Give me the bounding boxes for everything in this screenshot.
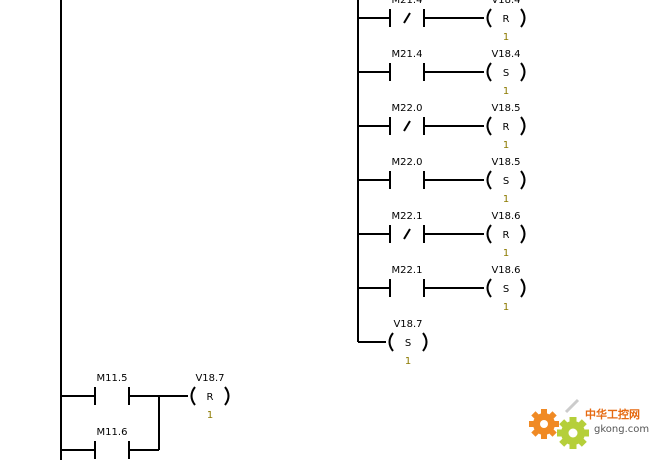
coil[interactable]: R V18.4 1 [486, 0, 526, 43]
coil[interactable]: S V18.7 1 [388, 319, 428, 367]
watermark-domain: gkong.com [594, 424, 649, 435]
coil-address: V18.4 [491, 49, 520, 60]
normal-contact[interactable]: M11.5 [94, 373, 130, 405]
contact-address: M22.1 [392, 211, 423, 222]
normal-contact[interactable]: M22.1 [389, 265, 425, 297]
contact-address: M21.4 [392, 0, 423, 6]
coil-right-paren [520, 278, 526, 298]
coil-address: V18.6 [491, 211, 520, 222]
coil-count: 1 [503, 194, 509, 205]
contact-address: M11.6 [97, 427, 128, 438]
coil-right-paren [422, 332, 428, 352]
spark-icon [564, 398, 580, 414]
coil-left-paren [486, 62, 492, 82]
watermark-title: 中华工控网 [585, 407, 640, 421]
coil[interactable]: R V18.6 1 [486, 211, 526, 259]
coil-right-paren [520, 170, 526, 190]
coil-left-paren [388, 332, 394, 352]
coil-left-paren [486, 278, 492, 298]
negated-contact[interactable]: M21.4 [389, 0, 425, 27]
watermark-logo: 中华工控网 gkong.com [529, 398, 649, 449]
coil-letter: R [503, 230, 510, 241]
coil-right-paren [520, 8, 526, 28]
rung: M22.1S V18.6 1 [358, 265, 526, 313]
normal-contact[interactable]: M21.4 [389, 49, 425, 81]
coil-address: V18.5 [491, 157, 520, 168]
coil-count: 1 [503, 302, 509, 313]
rung: M22.0S V18.5 1 [358, 157, 526, 205]
coil-left-paren [486, 116, 492, 136]
contact-address: M22.0 [392, 157, 423, 168]
normal-contact[interactable]: M11.6 [94, 427, 130, 459]
coil-letter: S [405, 338, 411, 349]
negation-slash [403, 228, 411, 240]
coil-count: 1 [503, 140, 509, 151]
coil-address: V18.5 [491, 103, 520, 114]
coil[interactable]: R V18.7 1 [190, 373, 230, 421]
rung: M22.1R V18.6 1 [358, 211, 526, 259]
coil[interactable]: S V18.5 1 [486, 157, 526, 205]
coil-letter: R [503, 122, 510, 133]
coil-count: 1 [405, 356, 411, 367]
coil-address: V18.7 [393, 319, 422, 330]
coil-right-paren [520, 62, 526, 82]
coil-address: V18.7 [195, 373, 224, 384]
rung: M21.4S V18.4 1 [358, 49, 526, 97]
coil-letter: S [503, 68, 509, 79]
coil-left-paren [486, 224, 492, 244]
rung: M21.4R V18.4 1 [358, 0, 526, 43]
coil-address: V18.6 [491, 265, 520, 276]
coil-count: 1 [207, 410, 213, 421]
contact-address: M11.5 [97, 373, 128, 384]
coil-letter: R [503, 14, 510, 25]
network-a: M21.4RV18.41M21.4SV18.41M22.0RV18.51M22.… [357, 0, 526, 367]
green-gear-icon [557, 417, 589, 449]
negated-contact[interactable]: M22.1 [389, 211, 425, 243]
coil[interactable]: S V18.6 1 [486, 265, 526, 313]
negation-slash [403, 12, 411, 24]
contact-address: M21.4 [392, 49, 423, 60]
coil-count: 1 [503, 86, 509, 97]
rung: M22.0R V18.5 1 [358, 103, 526, 151]
coil-letter: S [503, 176, 509, 187]
coil-left-paren [486, 8, 492, 28]
coil-right-paren [520, 224, 526, 244]
negated-contact[interactable]: M22.0 [389, 103, 425, 135]
normal-contact[interactable]: M22.0 [389, 157, 425, 189]
coil-left-paren [190, 386, 196, 406]
contact-address: M22.0 [392, 103, 423, 114]
coil-left-paren [486, 170, 492, 190]
coil-count: 1 [503, 32, 509, 43]
coil-right-paren [520, 116, 526, 136]
coil[interactable]: S V18.4 1 [486, 49, 526, 97]
coil[interactable]: R V18.5 1 [486, 103, 526, 151]
coil-letter: R [207, 392, 214, 403]
coil-address: V18.4 [491, 0, 520, 6]
contact-address: M22.1 [392, 265, 423, 276]
orange-gear-icon [529, 409, 559, 439]
negation-slash [403, 120, 411, 132]
coil-count: 1 [503, 248, 509, 259]
coil-letter: S [503, 284, 509, 295]
coil-right-paren [224, 386, 230, 406]
